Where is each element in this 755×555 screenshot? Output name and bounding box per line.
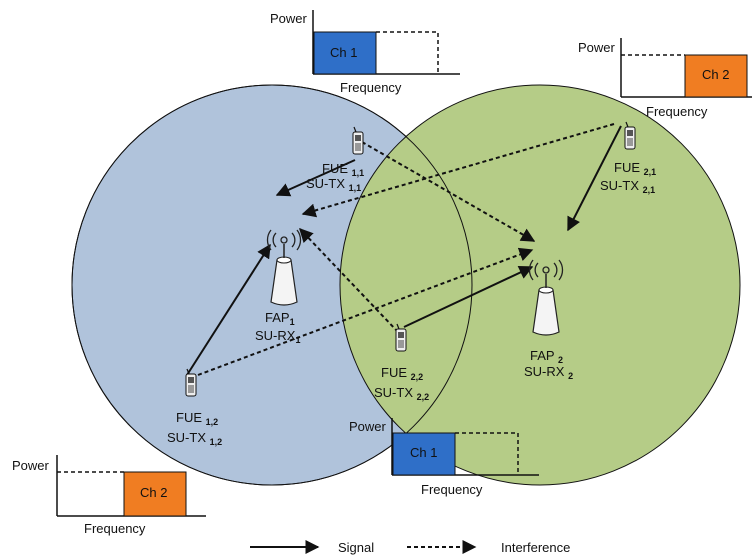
idle-channel-outline <box>376 31 439 74</box>
femtocell-1-outline <box>71 84 473 486</box>
power-axis-label: Power <box>578 40 616 55</box>
fue21-node: FUE 2,1 SU-TX 2,1 <box>600 121 656 195</box>
idle-channel-outline <box>455 432 519 475</box>
interference-link-fue22-to-fap1 <box>299 227 399 333</box>
interference-link-fue12-to-fap2 <box>197 247 534 376</box>
fue11-name: FUE 1,1 <box>322 161 364 178</box>
channel-block <box>123 471 187 517</box>
frequency-axis-label: Frequency <box>646 104 708 119</box>
legend-signal-label: Signal <box>338 540 374 555</box>
signal-link-fue21-to-fap2 <box>567 125 622 232</box>
fue21-role: SU-TX 2,1 <box>600 178 655 195</box>
frequency-axis-label: Frequency <box>421 482 483 497</box>
legend: Signal Interference <box>250 540 570 555</box>
channel-label: Ch 2 <box>702 67 729 82</box>
spectrum-bottom-left: Power Ch 2 Frequency <box>12 455 206 536</box>
fue22-name: FUE 2,2 <box>381 365 423 382</box>
fue11-role: SU-TX 1,1 <box>306 176 361 193</box>
channel-label: Ch 2 <box>140 485 167 500</box>
interference-link-fue21-to-fap1 <box>301 123 615 218</box>
signal-link-fue11-to-fap1 <box>275 159 356 197</box>
fue12-name: FUE 1,2 <box>176 410 218 427</box>
fap2-role: SU-RX 2 <box>524 364 573 381</box>
femtocell-2-coverage <box>339 84 741 486</box>
fue22-node: FUE 2,2 SU-TX 2,2 <box>374 323 429 402</box>
fap1-name: FAP1 <box>265 310 295 327</box>
spectrum-top: Power Ch 1 Frequency <box>270 10 460 95</box>
power-axis-label: Power <box>270 11 308 26</box>
fue22-role: SU-TX 2,2 <box>374 385 429 402</box>
legend-interference-label: Interference <box>501 540 570 555</box>
channel-label: Ch 1 <box>410 445 437 460</box>
fue12-node: FUE 1,2 SU-TX 1,2 <box>167 368 222 447</box>
fap2-node: FAP 2 SU-RX 2 <box>524 259 573 381</box>
fap2-name: FAP 2 <box>530 348 563 365</box>
channel-block <box>392 432 456 476</box>
frequency-axis-label: Frequency <box>340 80 402 95</box>
fue21-name: FUE 2,1 <box>614 160 656 177</box>
signal-link-fue12-to-fap1 <box>186 243 271 376</box>
signal-link-fue22-to-fap2 <box>403 266 534 328</box>
fue12-role: SU-TX 1,2 <box>167 430 222 447</box>
channel-label: Ch 1 <box>330 45 357 60</box>
fap1-node: FAP1 SU-RX1 <box>255 229 302 345</box>
spectrum-right: Power Ch 2 Frequency <box>578 38 752 119</box>
frequency-axis-label: Frequency <box>84 521 146 536</box>
power-axis-label: Power <box>349 419 387 434</box>
channel-block <box>313 31 377 75</box>
power-axis-label: Power <box>12 458 50 473</box>
interference-link-fue11-to-fap2 <box>361 141 536 242</box>
spectrum-bottom-mid: Power Ch 1 Frequency <box>349 418 539 497</box>
channel-block <box>684 54 748 98</box>
fue11-node: FUE 1,1 SU-TX 1,1 <box>306 126 364 193</box>
fap1-role: SU-RX1 <box>255 328 300 345</box>
links <box>186 123 622 376</box>
